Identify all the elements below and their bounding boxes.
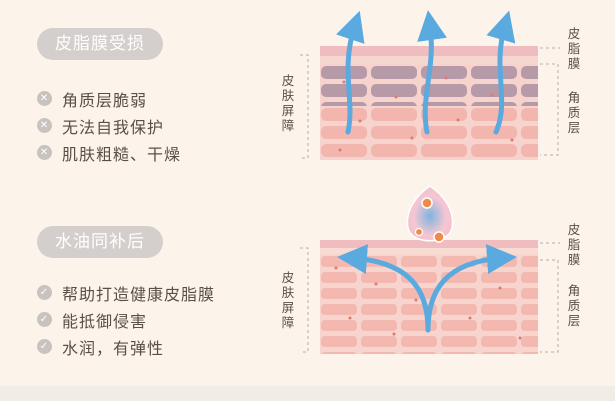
damaged-badge: 皮脂膜受损: [37, 28, 163, 60]
label-sebum: 皮脂膜: [567, 26, 581, 71]
x-icon: ✕: [37, 145, 52, 160]
label-sebum: 皮脂膜: [567, 222, 581, 267]
label-stratum: 角质层: [567, 90, 581, 135]
repaired-badge: 水油同补后: [37, 226, 163, 258]
label-stratum: 角质层: [567, 283, 581, 328]
label-barrier: 皮肤屏障: [281, 73, 295, 133]
check-icon: ✓: [37, 312, 52, 327]
damaged-list: ✕角质层脆弱 ✕无法自我保护 ✕肌肤粗糙、干燥: [37, 85, 181, 166]
serum-droplet-icon: [406, 185, 454, 243]
moisture-loss-arrows: [336, 10, 516, 135]
list-item: ✓帮助打造健康皮脂膜: [37, 279, 215, 306]
x-icon: ✕: [37, 118, 52, 133]
check-icon: ✓: [37, 339, 52, 354]
list-item: ✕无法自我保护: [37, 112, 181, 139]
x-icon: ✕: [37, 91, 52, 106]
list-item: ✕肌肤粗糙、干燥: [37, 139, 181, 166]
damaged-skin-diagram: [300, 10, 560, 160]
check-icon: ✓: [37, 285, 52, 300]
list-item: ✓水润，有弹性: [37, 333, 215, 360]
list-item: ✓能抵御侵害: [37, 306, 215, 333]
label-barrier: 皮肤屏障: [281, 270, 295, 330]
footer-strip: [0, 386, 615, 401]
moisture-lock-arrows: [337, 244, 517, 333]
repaired-list: ✓帮助打造健康皮脂膜 ✓能抵御侵害 ✓水润，有弹性: [37, 279, 215, 360]
list-item: ✕角质层脆弱: [37, 85, 181, 112]
